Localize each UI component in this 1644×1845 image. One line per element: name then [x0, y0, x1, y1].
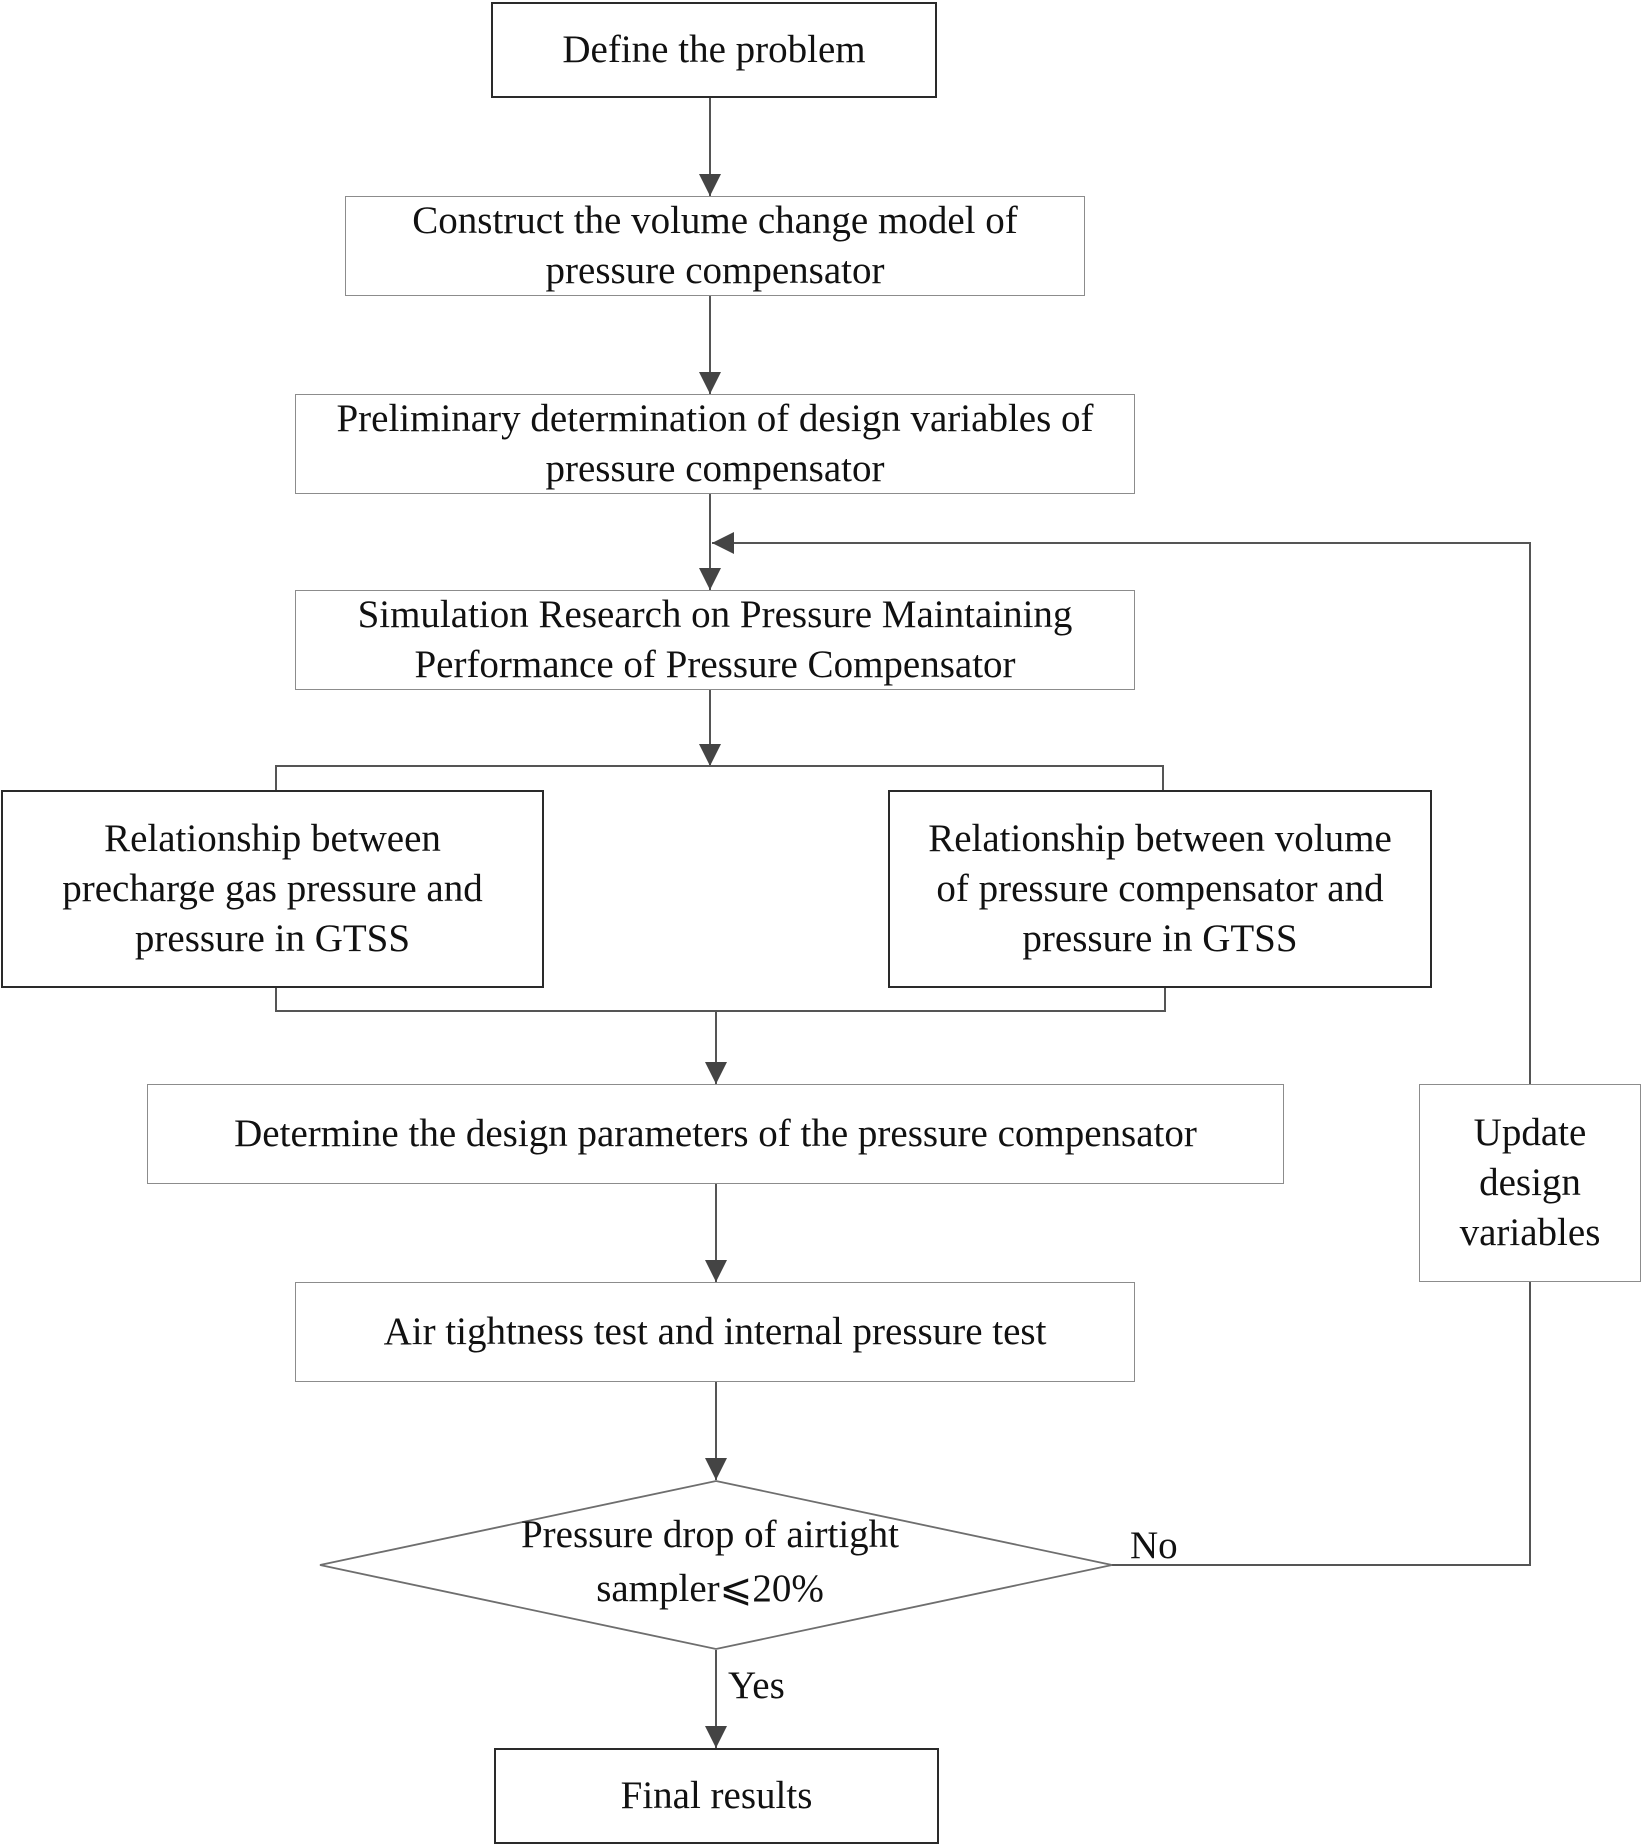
decision-text: Pressure drop of airtight sampler⩽20% [520, 1513, 899, 1610]
air-tightness-test-text: Air tightness test and internal pressure… [383, 1310, 1047, 1353]
determine-parameters-box: Determine the design parameters of the p… [147, 1084, 1284, 1184]
determine-parameters-text: Determine the design parameters of the p… [234, 1112, 1197, 1155]
define-problem-text: Define the problem [562, 28, 866, 71]
decision-diamond [319, 1480, 1113, 1650]
relationship-gas-pressure-box: Relationship between precharge gas press… [1, 790, 544, 988]
simulation-research-text: Simulation Research on Pressure Maintain… [357, 593, 1073, 686]
final-results-text: Final results [620, 1774, 813, 1817]
preliminary-determination-text: Preliminary determination of design vari… [336, 397, 1094, 490]
construct-model-box: Construct the volume change model of pre… [345, 196, 1085, 296]
update-design-variables-box: Update design variables [1419, 1084, 1641, 1282]
yes-label: Yes [728, 1664, 785, 1707]
relationship-volume-box: Relationship between volume of pressure … [888, 790, 1432, 988]
arrow-update-to-simulation [712, 532, 1531, 1084]
branch-split-line [275, 765, 1164, 790]
construct-model-text: Construct the volume change model of pre… [412, 199, 1018, 292]
no-path-line [1112, 1282, 1531, 1566]
preliminary-determination-box: Preliminary determination of design vari… [295, 394, 1135, 494]
relationship-volume-text: Relationship between volume of pressure … [928, 817, 1392, 960]
define-problem-box: Define the problem [491, 2, 937, 98]
update-design-variables-text: Update design variables [1459, 1111, 1601, 1254]
final-results-box: Final results [494, 1748, 939, 1844]
simulation-research-box: Simulation Research on Pressure Maintain… [295, 590, 1135, 690]
relationship-gas-pressure-text: Relationship between precharge gas press… [62, 817, 483, 960]
air-tightness-test-box: Air tightness test and internal pressure… [295, 1282, 1135, 1382]
branch-merge-line [275, 988, 1166, 1012]
no-label: No [1130, 1524, 1178, 1567]
